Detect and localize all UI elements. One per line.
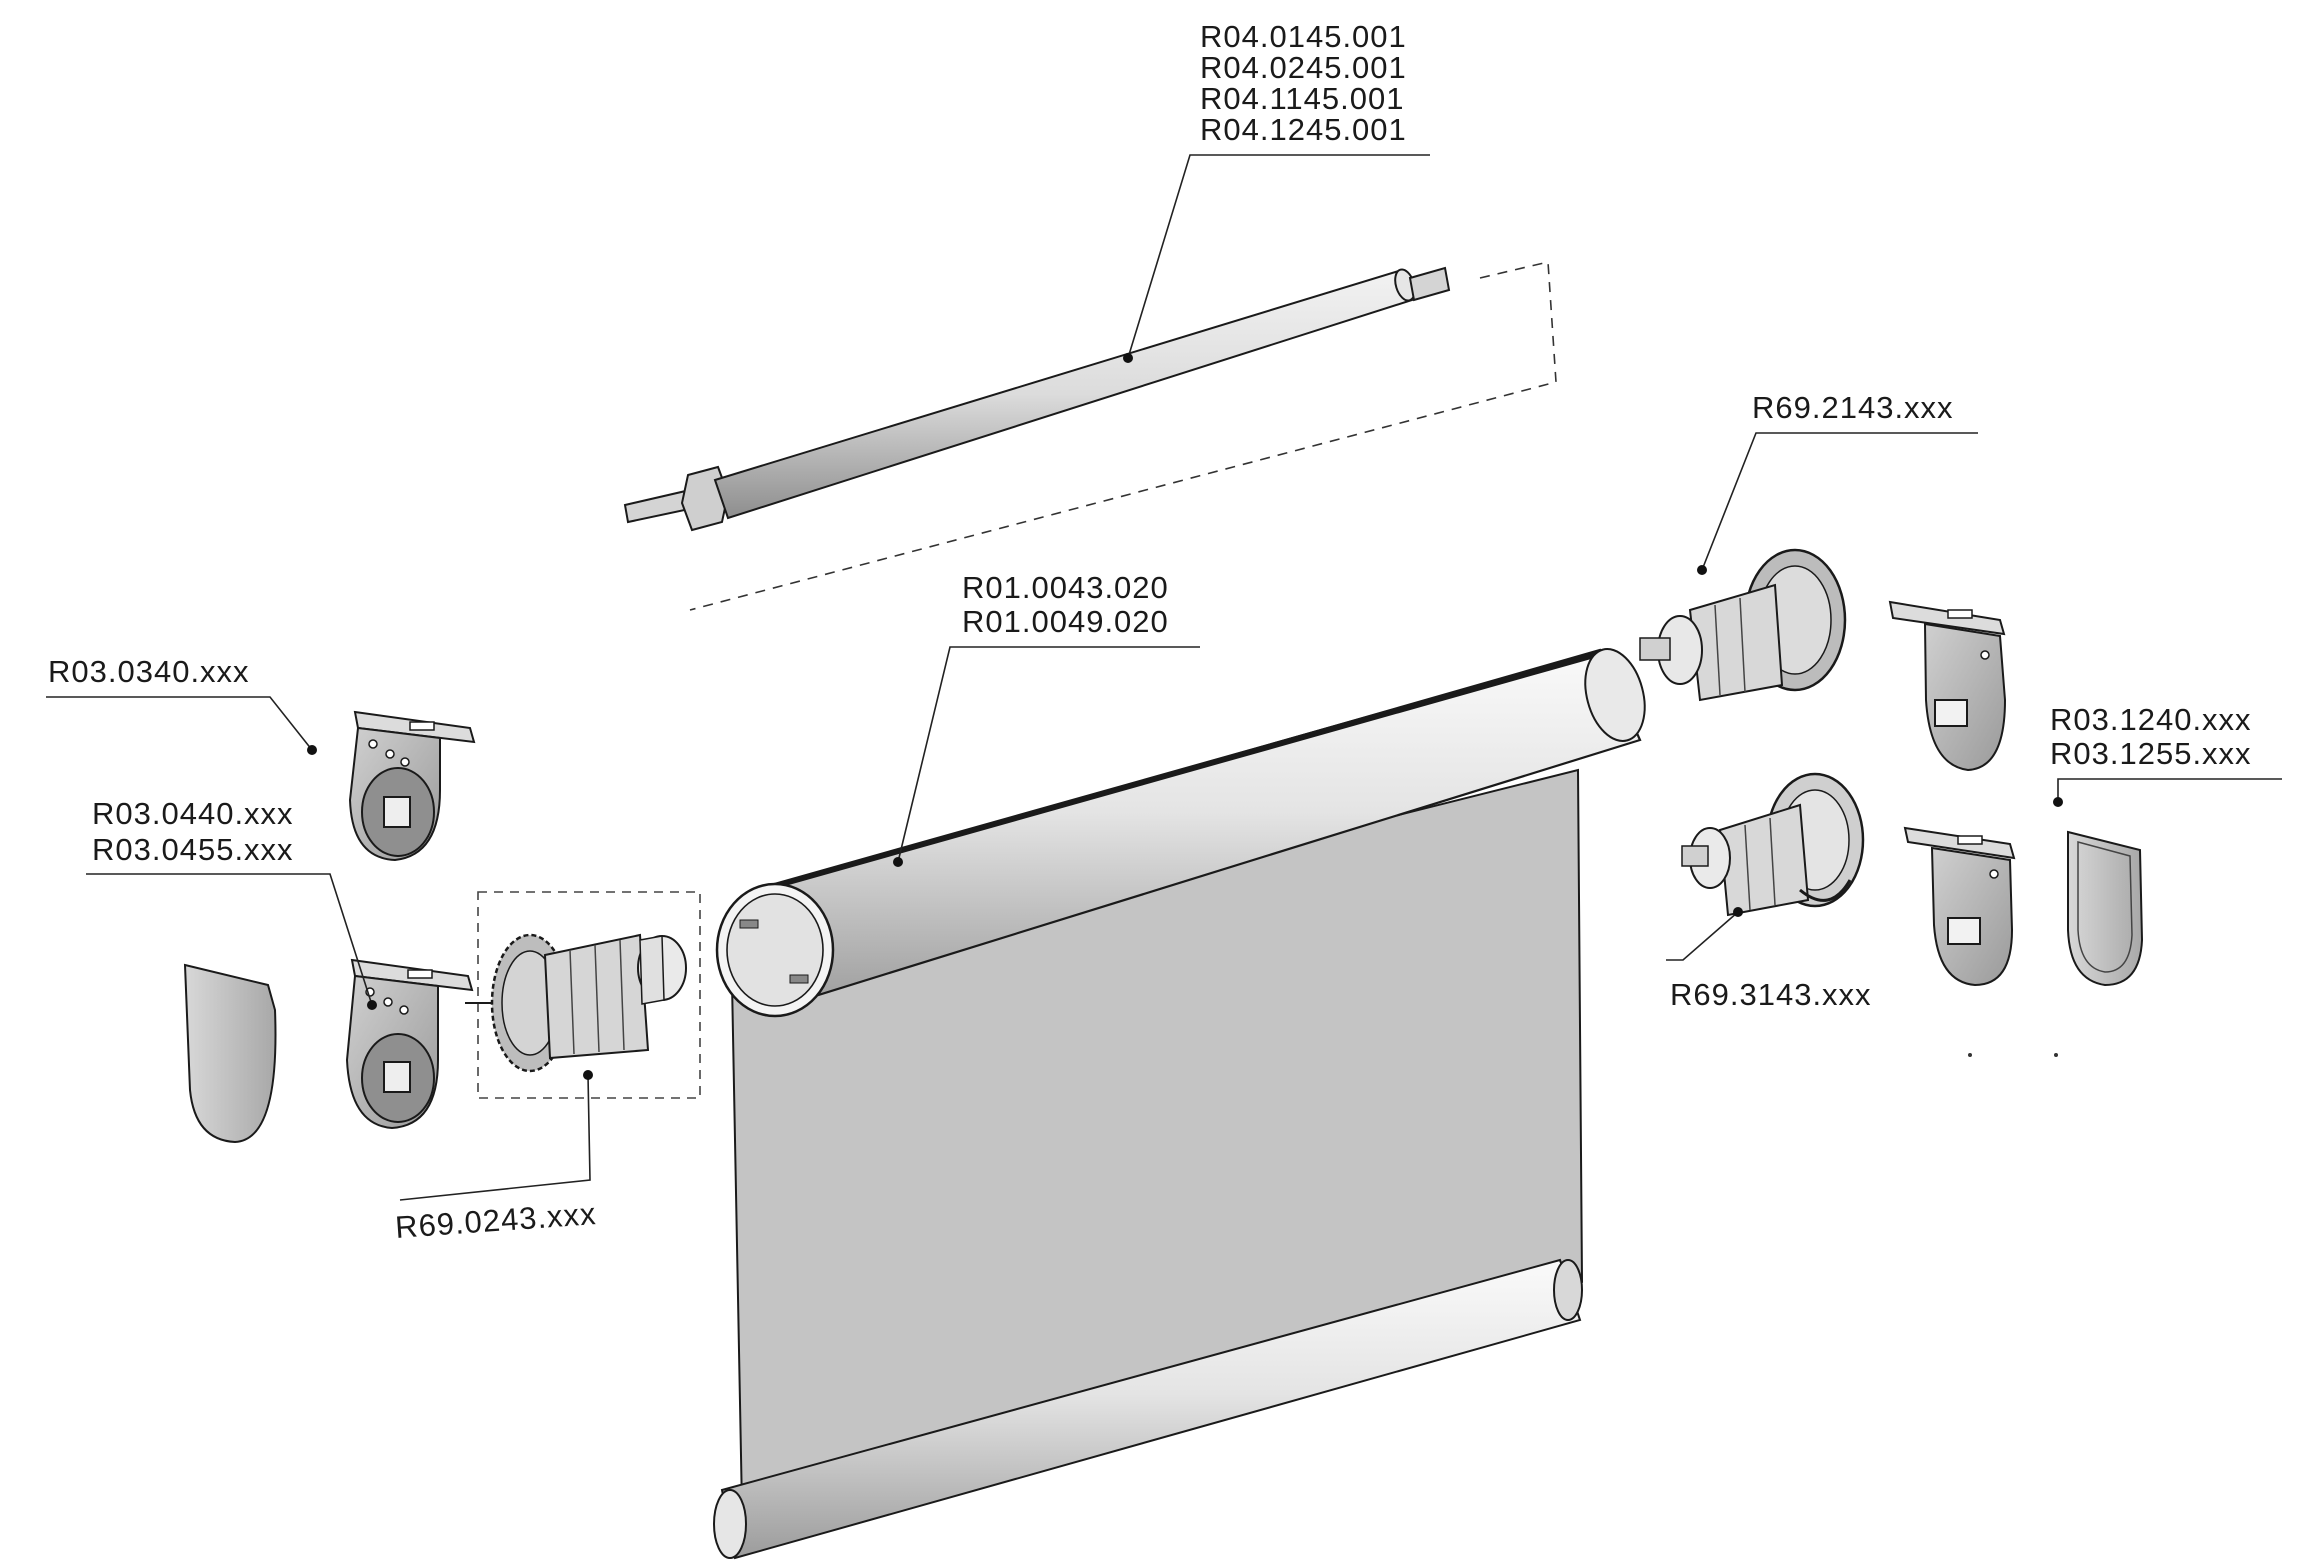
callout-r69-0243-text: R69.0243.xxx — [394, 1196, 598, 1245]
stray-dot — [1968, 1053, 1972, 1057]
shaft-assembly — [623, 261, 1557, 611]
roller-blind — [713, 648, 1646, 1560]
bottom-bar-end-left — [713, 1489, 747, 1559]
callout-r69-2143-text: R69.2143.xxx — [1752, 390, 1954, 425]
callout-roller-tube-line-2: R01.0049.020 — [962, 604, 1169, 639]
roller-tube-end-right — [1584, 648, 1646, 742]
bracket-r03-1255 — [1903, 826, 2016, 987]
callout-r03-0440: R03.0440.xxx R03.0455.xxx — [86, 796, 377, 1010]
callout-shaft-line-2: R04.0245.001 — [1200, 50, 1407, 85]
idler-end-r69-0243 — [465, 891, 701, 1099]
end-cover-left — [183, 963, 277, 1144]
callout-r03-0340: R03.0340.xxx — [46, 654, 317, 755]
callout-r03-0440-line-2: R03.0455.xxx — [92, 832, 294, 867]
callout-shaft-line-1: R04.0145.001 — [1200, 19, 1407, 54]
callout-r03-1240-line-2: R03.1255.xxx — [2050, 736, 2252, 771]
callout-shaft-line-4: R04.1245.001 — [1200, 112, 1407, 147]
shaft-rod-body — [713, 268, 1414, 520]
chain-drive-r69-3143 — [1681, 772, 1865, 917]
stray-dot — [2054, 1053, 2058, 1057]
callout-r03-0440-line-1: R03.0440.xxx — [92, 796, 294, 831]
bottom-bar-end-right — [1553, 1259, 1583, 1321]
projection-dashed-outline — [689, 261, 1557, 611]
callout-shaft: R04.0145.001 R04.0245.001 R04.1145.001 R… — [1123, 19, 1430, 363]
bracket-r03-0440 — [345, 958, 474, 1130]
callout-r03-0340-text: R03.0340.xxx — [48, 654, 250, 689]
callout-roller-tube: R01.0043.020 R01.0049.020 — [893, 570, 1200, 867]
bracket-r03-1240 — [1888, 600, 2007, 772]
callout-roller-tube-line-1: R01.0043.020 — [962, 570, 1169, 605]
bracket-r03-0340 — [348, 710, 476, 862]
shaft-square-end-right — [1408, 266, 1451, 302]
callout-r03-1240: R03.1240.xxx R03.1255.xxx — [2050, 702, 2282, 807]
callout-shaft-line-3: R04.1145.001 — [1200, 81, 1404, 116]
chain-drive-r69-2143 — [1639, 548, 1847, 702]
callout-r69-2143: R69.2143.xxx — [1697, 390, 1978, 575]
callout-r69-3143: R69.3143.xxx — [1666, 907, 1872, 1012]
end-cover-right — [2067, 830, 2144, 987]
callout-r03-1240-line-1: R03.1240.xxx — [2050, 702, 2252, 737]
callout-r69-3143-text: R69.3143.xxx — [1670, 977, 1872, 1012]
